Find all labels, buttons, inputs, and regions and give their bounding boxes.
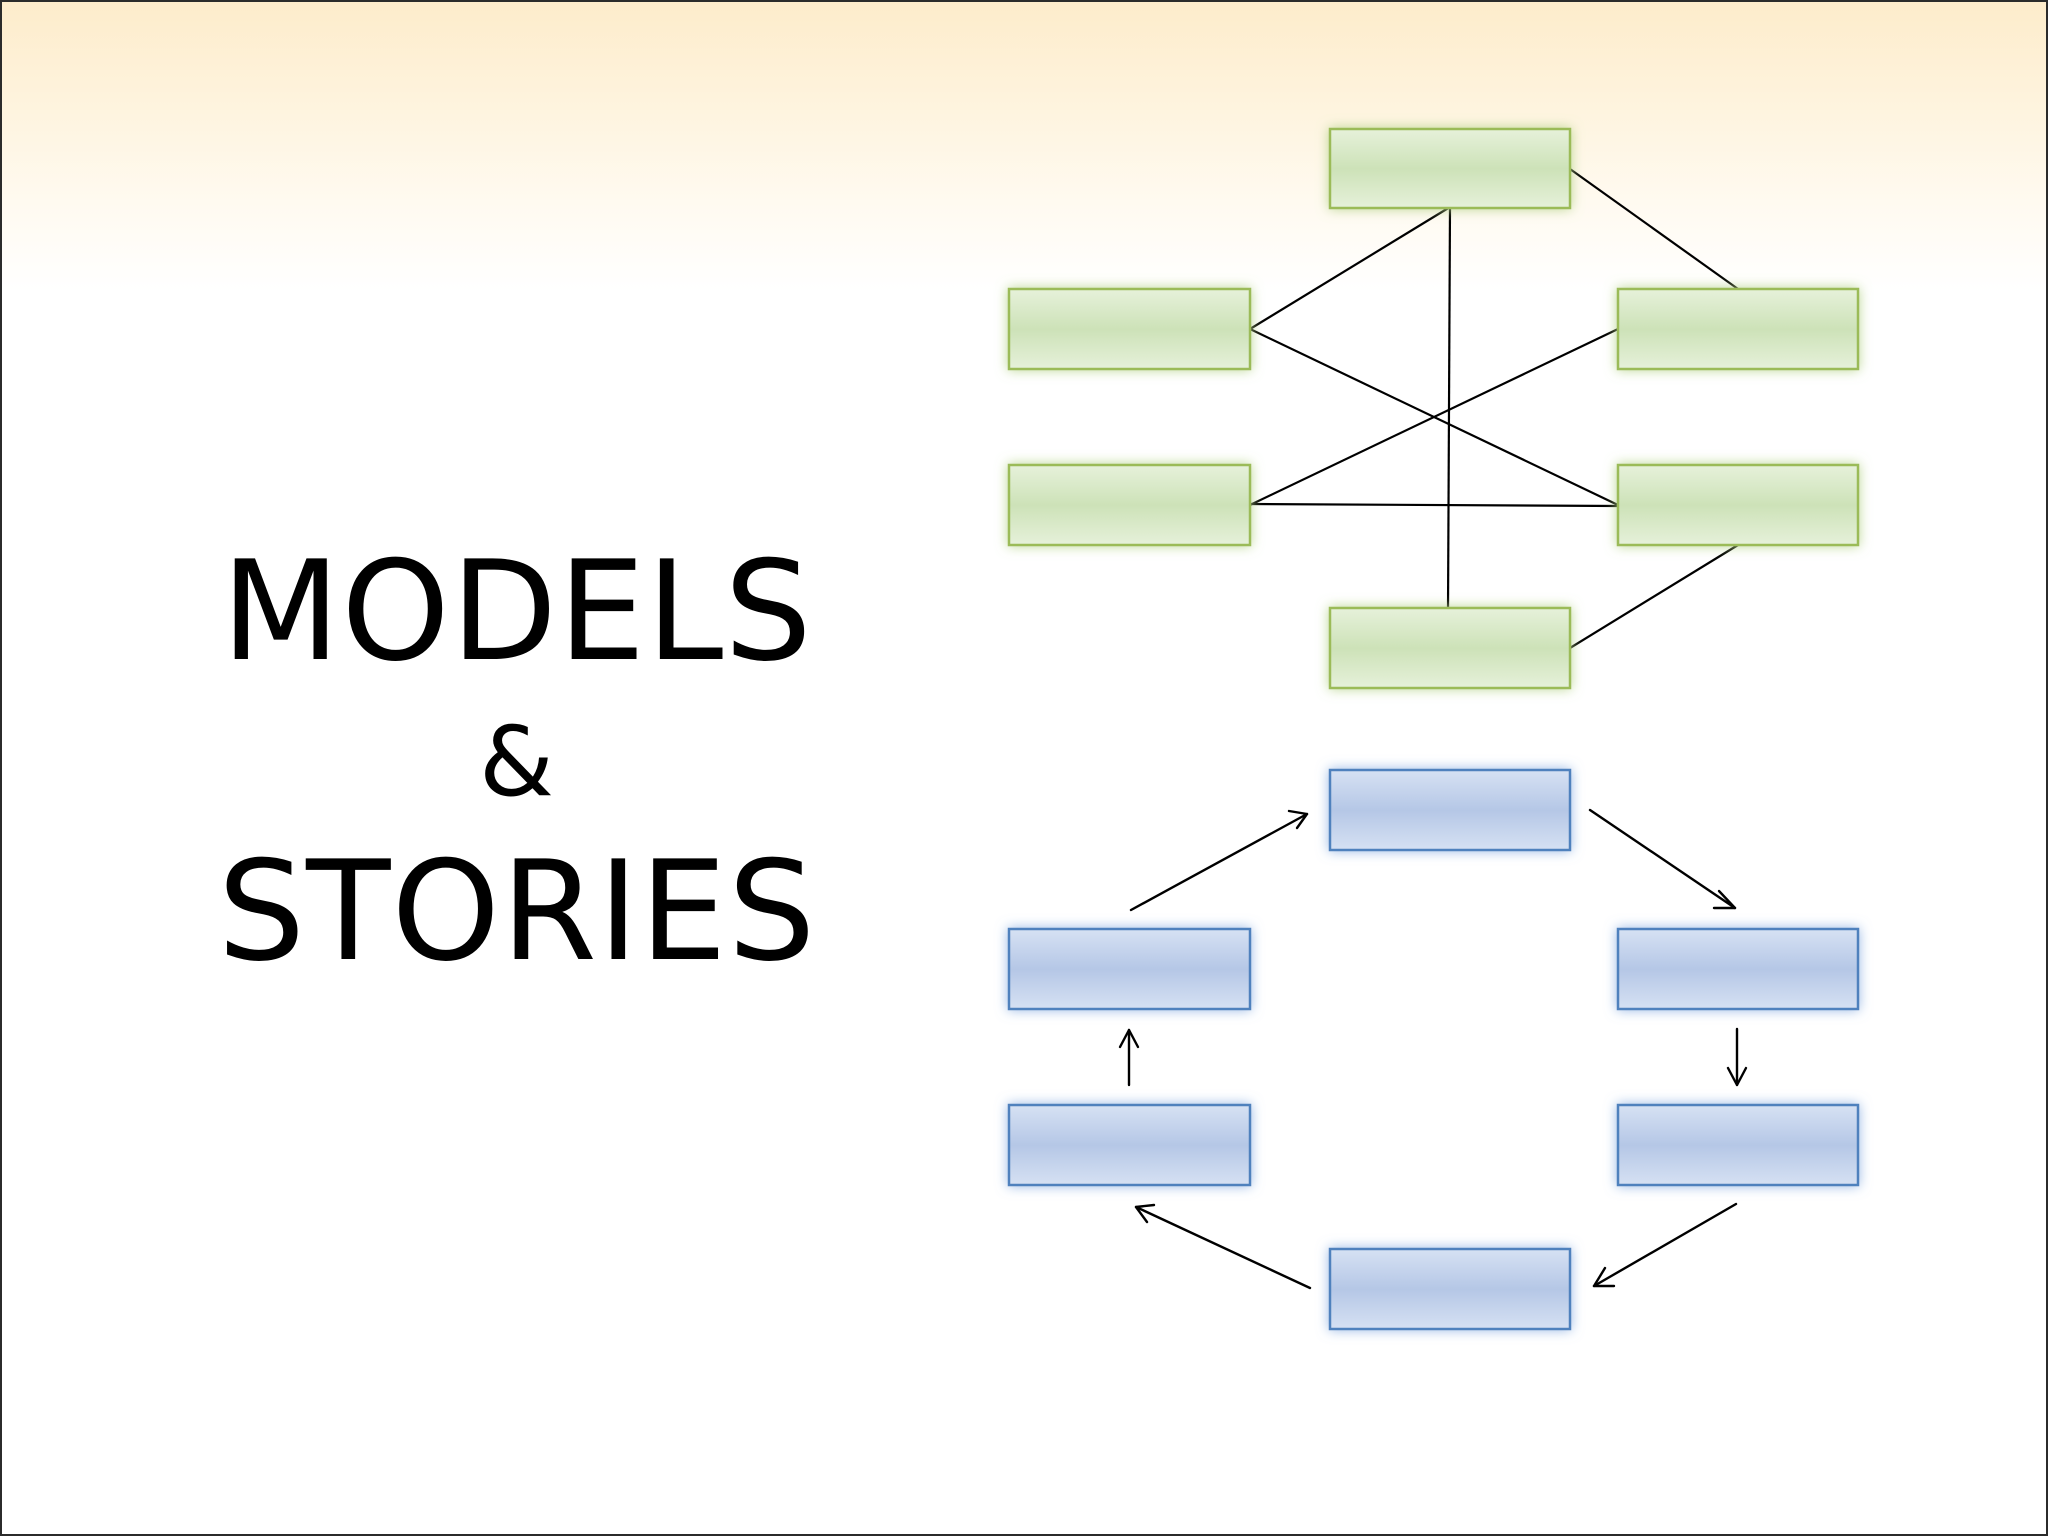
title-stories: STORIES [217,831,817,992]
green-box-right-upper [1616,287,1860,371]
edge-top-rightupper [1569,168,1739,290]
green-box-top [1328,127,1572,210]
blue-cycle-arrows [1118,808,1748,1290]
blue-box-right-upper [1616,927,1860,1011]
title-ampersand: & [479,706,555,818]
arrow-rightlower-to-bottom [1592,1202,1738,1288]
arrow-rightupper-to-rightlower [1726,1027,1748,1087]
blue-cycle-boxes [1007,768,1860,1331]
arrow-leftupper-to-top [1129,809,1309,912]
green-box-right-lower [1616,463,1860,547]
edge-top-leftupper [1249,206,1451,330]
green-network-boxes [1007,127,1860,690]
green-box-left-upper [1007,287,1252,371]
green-box-left-lower [1007,463,1252,547]
blue-box-right-lower [1616,1103,1860,1187]
arrow-top-to-rightupper [1588,808,1737,910]
edge-leftlower-rightlower [1249,502,1619,508]
blue-box-left-upper [1007,927,1252,1011]
title-models: MODELS [221,531,813,692]
arrow-bottom-to-leftlower [1134,1203,1312,1290]
blue-box-bottom [1328,1247,1572,1331]
edge-leftlower-rightupper [1249,328,1619,506]
green-network-lines [1249,168,1739,649]
green-box-bottom [1328,606,1572,690]
edge-rightlower-bottom [1569,544,1739,649]
blue-box-top [1328,768,1572,852]
blue-box-left-lower [1007,1103,1252,1187]
edge-top-bottom [1446,206,1452,611]
arrow-leftlower-to-leftupper [1118,1028,1140,1087]
title-block: MODELS & STORIES [182,537,852,987]
